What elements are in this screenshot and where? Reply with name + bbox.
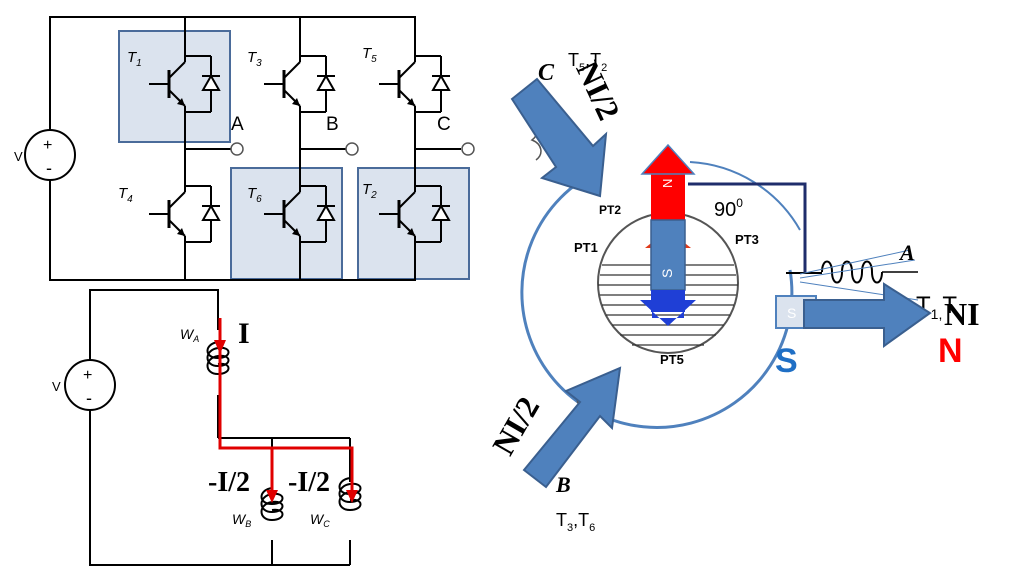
svg-text:+: +: [83, 367, 92, 384]
dc-source-bottom: [64, 359, 116, 411]
svg-text:+: +: [43, 137, 52, 154]
phase-c-label: C: [437, 114, 451, 135]
label-t5: T5: [362, 45, 377, 65]
switch-t3: [262, 38, 337, 130]
svg-text:-: -: [86, 388, 92, 408]
label-t3: T3: [247, 49, 262, 69]
stator-n-pole: N: [938, 332, 963, 370]
rotor-south-pole: [650, 219, 686, 291]
a-switch-fragment: T1,T: [916, 292, 957, 322]
bottom-switch-pair: T3,T6: [556, 510, 595, 534]
winding-circuit: + - V I -I/2 -I/2 WA WB WC: [52, 289, 362, 566]
mmf-a-label: NI: [944, 296, 980, 332]
winding-a-label: WA: [180, 326, 199, 344]
dc-source-top: [24, 129, 76, 181]
phase-b-motor-label: B: [555, 472, 571, 497]
current-path: [214, 318, 358, 503]
pt3-label: PT3: [735, 232, 759, 247]
mmf-arrow-c: [510, 77, 608, 198]
mmf-arrow-a: [803, 282, 932, 348]
phase-a-label: A: [231, 114, 244, 135]
terminal-c: [461, 142, 475, 156]
phase-b-label: B: [326, 114, 339, 135]
current-c-label: -I/2: [288, 467, 330, 498]
rotor-n-label: N: [660, 179, 675, 188]
stator-bar-s-label: S: [787, 305, 796, 321]
rotor-s-label: S: [659, 269, 675, 278]
pt5-label: PT5: [660, 352, 684, 367]
pt1-label: PT1: [574, 240, 598, 255]
dc-source-bottom-label: V: [52, 379, 61, 394]
label-t1: T1: [127, 49, 142, 69]
switch-t4: [147, 168, 222, 260]
switch-t2-highlight: [357, 167, 470, 280]
current-b-label: -I/2: [208, 467, 250, 498]
pt2-label: PT2: [599, 203, 621, 217]
label-t4: T4: [118, 185, 133, 205]
angle-indicator: [688, 182, 807, 272]
winding-c-label: WC: [310, 511, 330, 529]
motor-diagram: S N S PT2 PT1 PT3 PT5 900 A S T1,T NI: [485, 50, 980, 534]
terminal-b: [345, 142, 359, 156]
label-t2: T2: [362, 181, 377, 201]
mmf-arrow-b: [522, 366, 622, 489]
phase-c-motor-label: C: [538, 60, 555, 86]
top-switch-pair: T5,T2: [568, 50, 607, 74]
rotor-magnet-s: [640, 300, 696, 326]
phase-a-motor-label: A: [898, 240, 915, 265]
svg-text:-: -: [46, 158, 52, 178]
inverter-circuit: T1 T3 T5 T4 T6 T2 A B C + - V: [14, 16, 475, 281]
winding-b-label: WB: [232, 511, 251, 529]
label-t6: T6: [247, 185, 262, 205]
mmf-b-label: NI/2: [485, 390, 546, 460]
terminal-a: [230, 142, 244, 156]
dc-source-top-label: V: [14, 149, 23, 164]
current-i-label: I: [238, 317, 250, 350]
stator-s-pole: S: [775, 342, 798, 380]
angle-label: 900: [714, 196, 743, 221]
rotor-north-pole: [651, 172, 685, 220]
